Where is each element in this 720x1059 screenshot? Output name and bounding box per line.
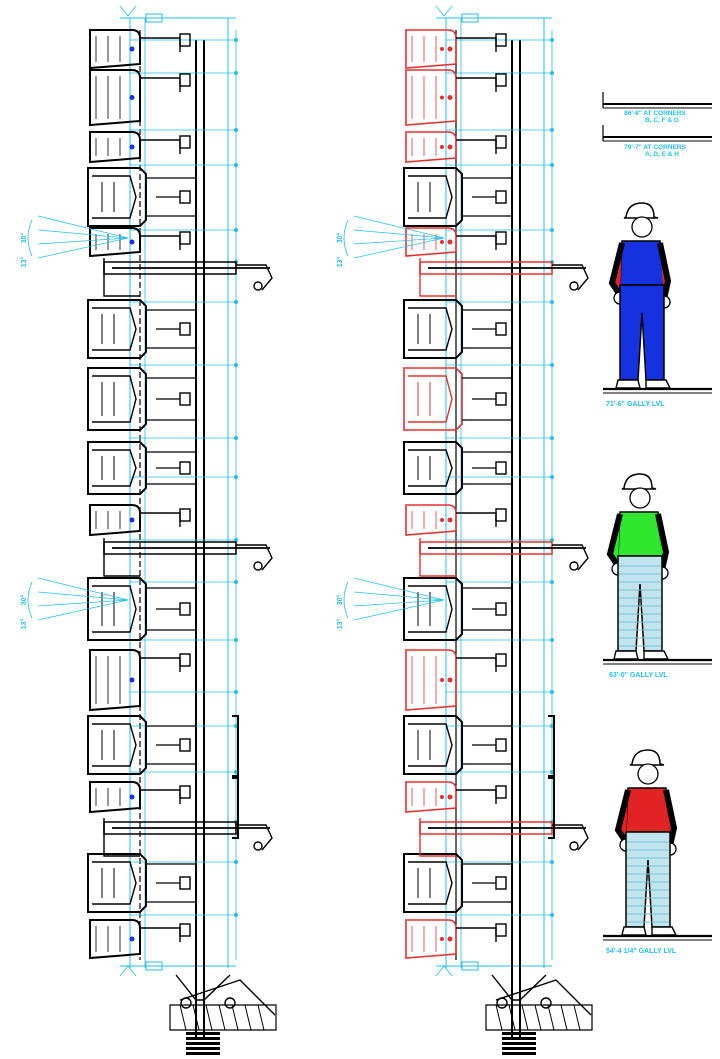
left-lower-angle-b: 13° [20,619,28,630]
worker-middle-figure [606,473,670,660]
left-upper-angle-a: 30° [20,233,28,244]
right-upper-angle-b: 13° [336,257,344,268]
gally-mid-label: 63'-0" GALLY LVL [609,672,668,679]
right-lower-angle-a: 30° [336,595,344,606]
right-upper-angle-a: 30° [336,233,344,244]
right-lower-angle-b: 13° [336,619,344,630]
worker-bottom-figure [614,749,678,936]
right-elevation [343,5,593,1055]
gally-bottom-label: 54'-4 1/4" GALLY LVL [606,948,677,955]
left-upper-angle-b: 13° [20,257,28,268]
gally-top-label: 71'-6" GALLY LVL [606,401,665,408]
left-elevation [27,5,277,1055]
left-lower-angle-a: 30° [20,595,28,606]
gally-levels: 71'-6" GALLY LVL 63'-0" GALLY LVL 54'-4 … [603,387,712,955]
worker-top-figure [608,202,672,389]
